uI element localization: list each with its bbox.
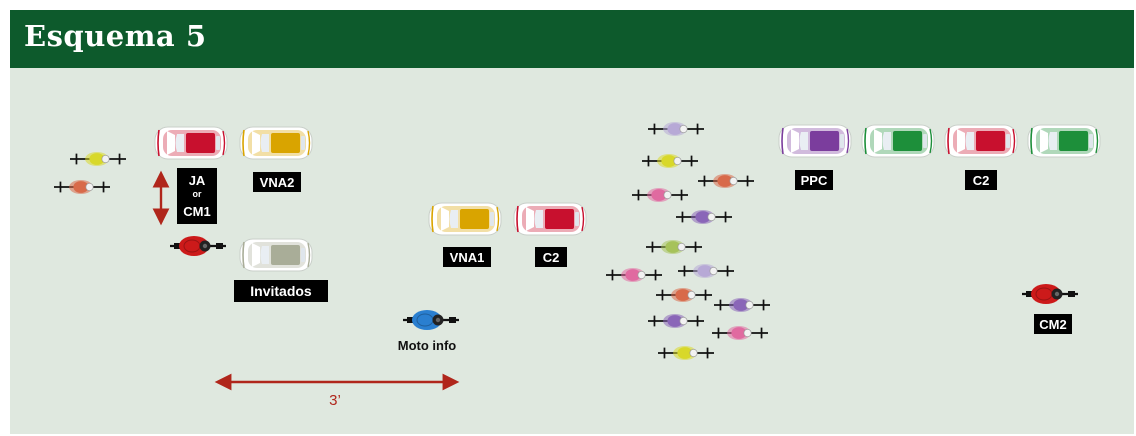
- bicycle-icon: [642, 153, 698, 169]
- label-vna1: VNA1: [443, 247, 491, 267]
- label-ja: JA: [189, 173, 206, 188]
- label-invitados: Invitados: [234, 280, 328, 302]
- bicycle-icon: [70, 151, 126, 167]
- motorcycle-icon: [170, 234, 226, 258]
- label-moto-info: Moto info: [398, 338, 457, 353]
- car-icon: [778, 124, 852, 158]
- diagram-title: Esquema 5: [24, 19, 207, 53]
- svg-text:VNA2: VNA2: [260, 175, 295, 190]
- car-icon: [1027, 124, 1101, 158]
- car-icon: [239, 238, 313, 272]
- svg-text:C2: C2: [543, 250, 560, 265]
- distance-label: 3’: [329, 392, 341, 409]
- bicycle-icon: [648, 313, 704, 329]
- bicycle-icon: [698, 173, 754, 189]
- car-icon: [513, 202, 587, 236]
- svg-text:Invitados: Invitados: [250, 283, 312, 299]
- bicycle-icon: [646, 239, 702, 255]
- race-convoy-scene: JA or CM1 VNA2 Invitados VNA1 C2: [54, 121, 1101, 409]
- title-bar: Esquema 5: [10, 10, 1134, 68]
- bicycle-icon: [658, 345, 714, 361]
- car-icon: [861, 124, 935, 158]
- label-cm1: CM1: [183, 204, 210, 219]
- label-ja-cm1: JA or CM1: [177, 168, 217, 224]
- bicycle-icon: [714, 297, 770, 313]
- svg-text:PPC: PPC: [801, 173, 828, 188]
- bicycle-icon: [712, 325, 768, 341]
- bicycle-icon: [678, 263, 734, 279]
- bicycle-icon: [676, 209, 732, 225]
- car-icon: [944, 124, 1018, 158]
- bicycle-icon: [656, 287, 712, 303]
- svg-text:VNA1: VNA1: [450, 250, 485, 265]
- car-icon: [154, 126, 228, 160]
- bicycle-icon: [606, 267, 662, 283]
- bicycle-icon: [54, 179, 110, 195]
- bicycle-icon: [632, 187, 688, 203]
- car-icon: [239, 126, 313, 160]
- diagram-frame: Esquema 5: [10, 10, 1134, 434]
- svg-text:C2: C2: [973, 173, 990, 188]
- car-icon: [428, 202, 502, 236]
- label-c2-right: C2: [965, 170, 997, 190]
- label-vna2: VNA2: [253, 172, 301, 192]
- motorcycle-icon: [1022, 282, 1078, 306]
- motorcycle-icon: [403, 308, 459, 332]
- label-or: or: [193, 189, 202, 199]
- label-ppc: PPC: [795, 170, 833, 190]
- bicycle-icon: [648, 121, 704, 137]
- label-c2-center: C2: [535, 247, 567, 267]
- label-cm2: CM2: [1034, 314, 1072, 334]
- svg-text:CM2: CM2: [1039, 317, 1066, 332]
